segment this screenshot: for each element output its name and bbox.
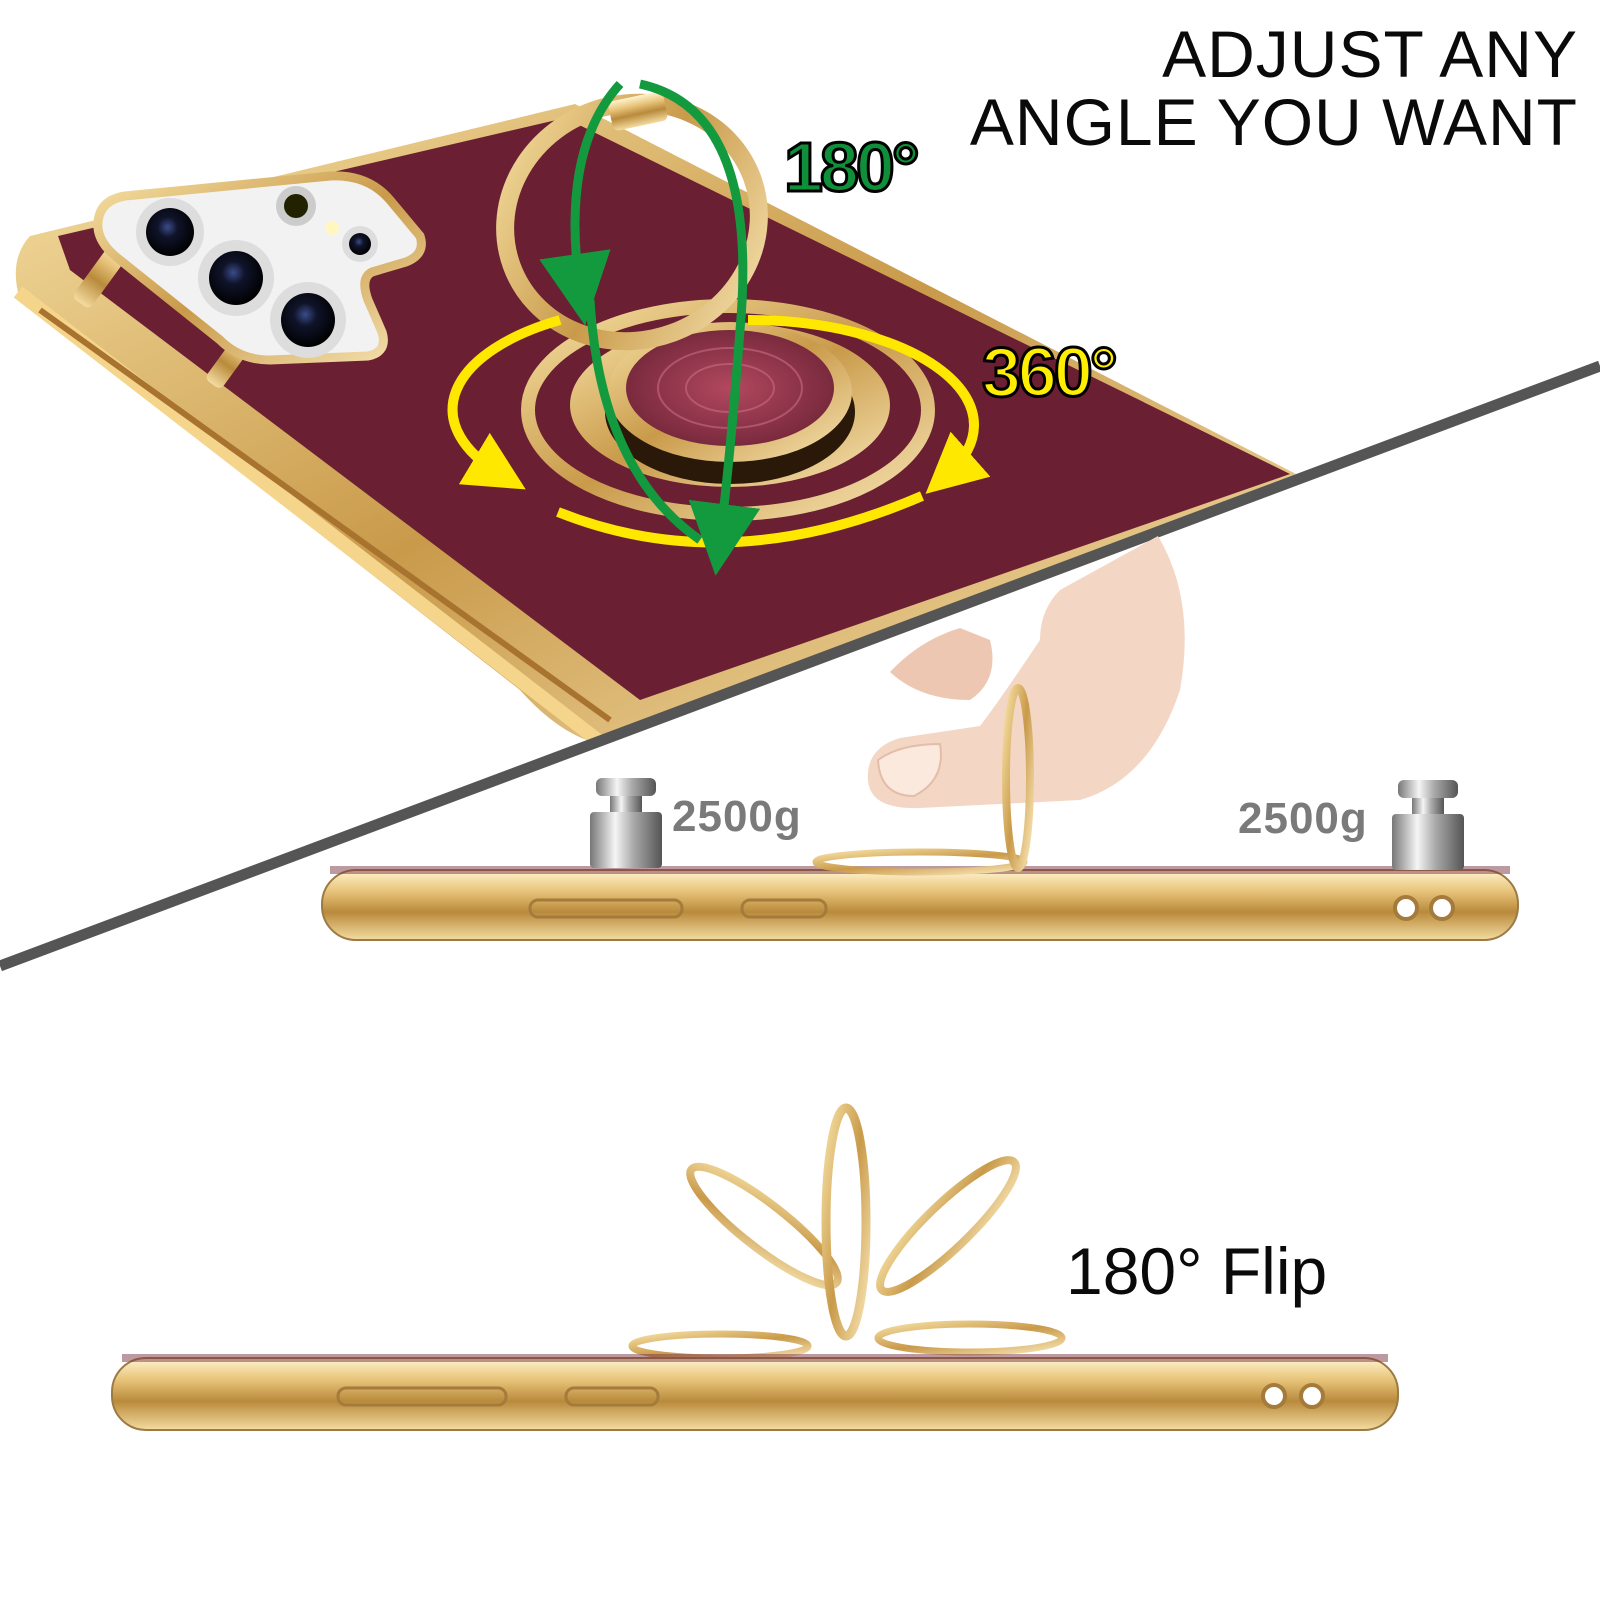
- rotation-180-label: 180°: [783, 128, 922, 206]
- weight-label-right: 2500g: [1238, 794, 1368, 843]
- headline-line-2: ANGLE YOU WANT: [969, 85, 1578, 159]
- diagonal-divider: [0, 360, 1600, 972]
- weight-left: [590, 778, 662, 868]
- phone-side-view-2: [111, 1103, 1399, 1431]
- phone-side-view-1: [321, 684, 1519, 941]
- flip-label: 180° Flip: [1066, 1234, 1328, 1308]
- camera-module: [93, 171, 426, 365]
- rotation-360-label: 360°: [981, 333, 1120, 411]
- finger: [867, 536, 1185, 809]
- weight-right: [1392, 780, 1464, 870]
- ring-holder: [496, 91, 935, 521]
- rotation-arrows: [447, 79, 991, 576]
- weight-label-left: 2500g: [672, 792, 802, 841]
- headline: ADJUST ANY ANGLE YOU WANT: [970, 20, 1578, 156]
- headline-line-1: ADJUST ANY: [1162, 17, 1578, 91]
